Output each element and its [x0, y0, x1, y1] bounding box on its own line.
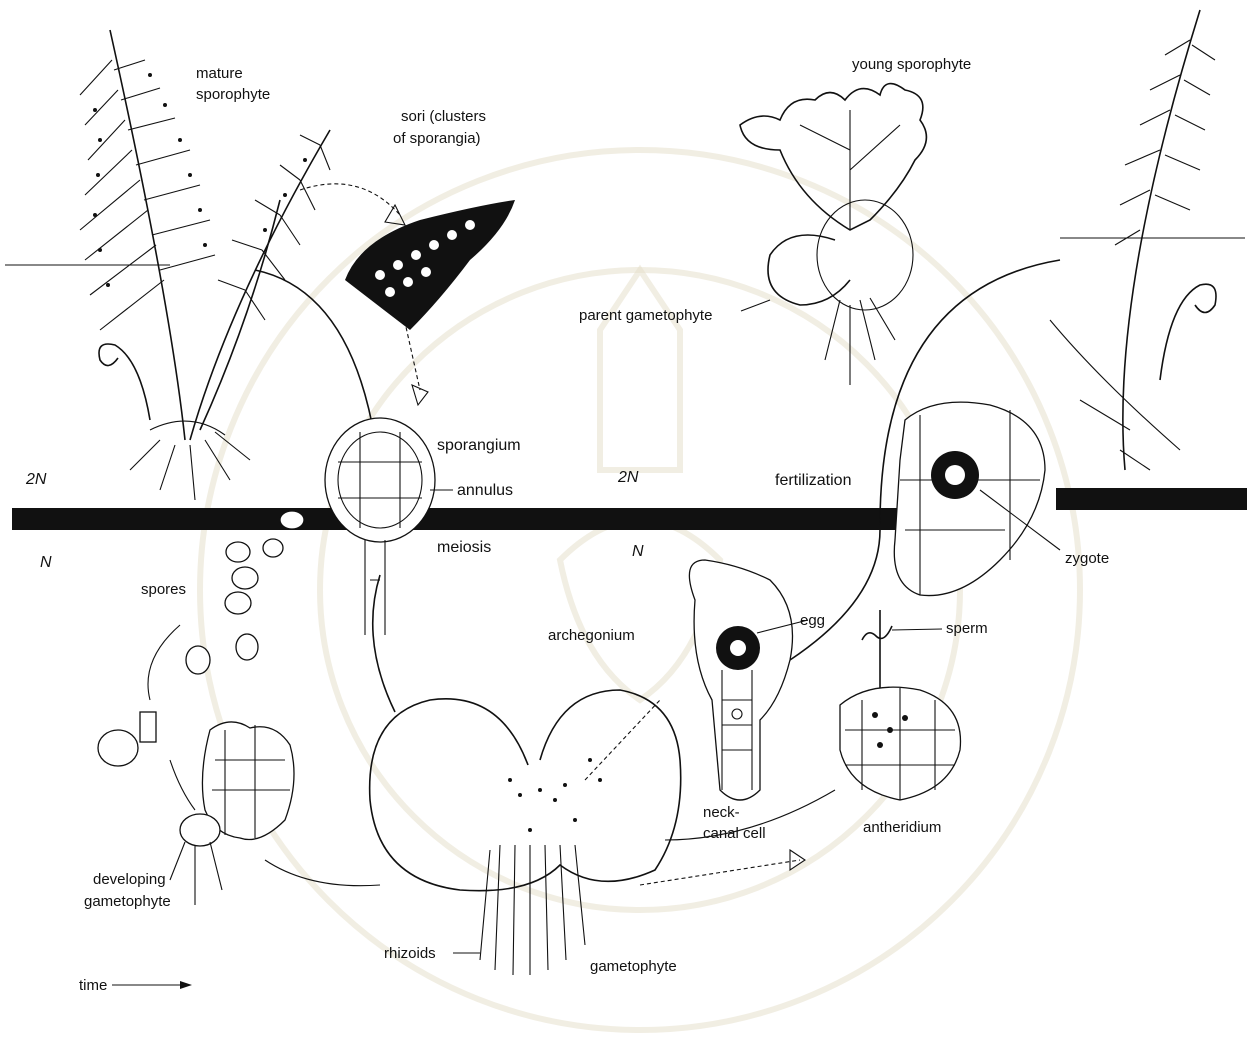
label-fertilization: fertilization	[775, 472, 851, 489]
label-egg: egg	[800, 612, 825, 629]
sperm-illustration	[862, 626, 892, 640]
label-2n-left: 2N	[25, 471, 47, 488]
label-rhizoids: rhizoids	[384, 945, 436, 962]
label-parent-gametophyte: parent gametophyte	[579, 307, 712, 324]
right-fern-illustration	[1050, 10, 1216, 470]
label-sori-1: sori (clusters	[401, 108, 486, 125]
zygote-illustration	[894, 402, 1045, 595]
label-neck-canal-cell-2: canal cell	[703, 825, 766, 842]
label-sori-2: of sporangia)	[393, 130, 481, 147]
ploidy-boundary-bar	[12, 508, 898, 530]
label-sporangium: sporangium	[437, 437, 521, 454]
label-mature-sporophyte-1: mature	[196, 65, 243, 82]
archegonium-illustration	[689, 560, 792, 800]
ploidy-boundary-bar-right	[1056, 488, 1247, 510]
label-meiosis: meiosis	[437, 539, 491, 556]
antheridium-illustration	[840, 687, 961, 800]
label-developing-gametophyte-1: developing	[93, 871, 166, 888]
label-neck-canal-cell-1: neck-	[703, 804, 740, 821]
label-n-left: N	[40, 554, 52, 571]
label-young-sporophyte: young sporophyte	[852, 56, 971, 73]
label-mature-sporophyte-2: sporophyte	[196, 86, 270, 103]
gametophyte-illustration	[370, 690, 681, 975]
label-gametophyte: gametophyte	[590, 958, 677, 975]
label-time: time	[79, 977, 107, 994]
label-n-center: N	[632, 543, 644, 560]
label-2n-center: 2N	[617, 469, 639, 486]
label-antheridium: antheridium	[863, 819, 941, 836]
label-developing-gametophyte-2: gametophyte	[84, 893, 171, 910]
label-zygote: zygote	[1065, 550, 1109, 567]
label-archegonium: archegonium	[548, 627, 635, 644]
label-annulus: annulus	[457, 482, 513, 499]
label-sperm: sperm	[946, 620, 988, 637]
label-spores: spores	[141, 581, 186, 598]
